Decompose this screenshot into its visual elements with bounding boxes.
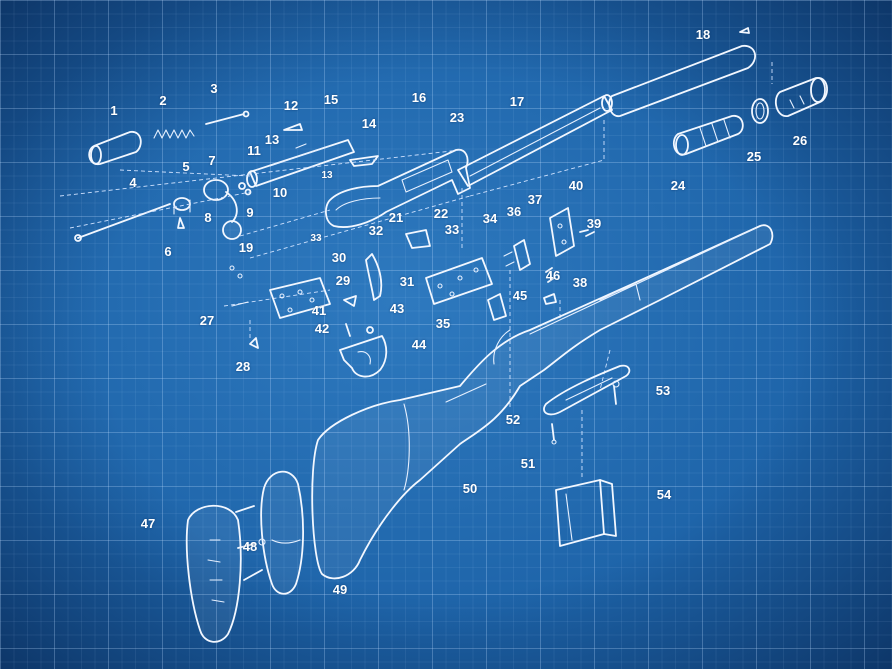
- exploded-view-guides: [59, 62, 773, 480]
- part-label: 35: [435, 316, 451, 331]
- rifle-stock: [311, 224, 774, 580]
- part-label: 1: [110, 103, 118, 118]
- part-label: 13: [264, 132, 280, 147]
- part-label: 42: [314, 321, 330, 336]
- part-label: 31: [399, 274, 415, 289]
- part-label: 25: [746, 149, 762, 164]
- part-label: 33: [444, 222, 460, 237]
- butt-pad: [185, 504, 242, 643]
- part-label: 23: [449, 110, 465, 125]
- part-label: 27: [199, 313, 215, 328]
- trigger-guard: [339, 323, 388, 378]
- part-label: 7: [208, 153, 216, 168]
- part-label: 29: [335, 273, 351, 288]
- part-label: 10: [272, 185, 288, 200]
- part-label: 9: [246, 205, 254, 220]
- part-label: 26: [792, 133, 808, 148]
- receiver: [325, 148, 471, 228]
- part-label: 17: [509, 94, 525, 109]
- part-label: 53: [655, 383, 671, 398]
- part-label: 41: [311, 303, 327, 318]
- part-label: 38: [572, 275, 588, 290]
- part-label: 28: [235, 359, 251, 374]
- part-label: 11: [247, 143, 261, 158]
- part-label: 3: [210, 81, 218, 96]
- bolt-shroud: [88, 131, 142, 165]
- part-label: 36: [506, 204, 522, 219]
- trigger-springs: [503, 229, 595, 283]
- part-label: 40: [568, 178, 584, 193]
- recoil-pad: [260, 470, 304, 595]
- part-label: 14: [361, 116, 377, 131]
- butt-screws: [235, 505, 266, 581]
- bolt-assembly: [246, 123, 379, 188]
- part-label: 51: [520, 456, 536, 471]
- part-label: 46: [545, 268, 561, 283]
- part-label: 33: [310, 233, 322, 244]
- trigger-housing-left: [269, 277, 331, 319]
- part-label: 18: [695, 27, 711, 42]
- part-label: 21: [388, 210, 404, 225]
- sear-plate: [549, 207, 575, 257]
- part-label: 52: [505, 412, 521, 427]
- part-label: 43: [389, 301, 405, 316]
- part-label: 54: [656, 487, 672, 502]
- part-label: 16: [411, 90, 427, 105]
- part-label: 48: [242, 539, 258, 554]
- bolt-handle: [203, 179, 252, 240]
- part-label: 37: [527, 192, 543, 207]
- part-label: 19: [238, 240, 254, 255]
- firing-spring: [153, 129, 195, 139]
- sear-and-trigger: [343, 229, 557, 321]
- firing-pin: [205, 110, 250, 125]
- part-label: 24: [670, 178, 686, 193]
- part-label: 44: [411, 337, 427, 352]
- muzzle-ring: [751, 98, 769, 124]
- part-label: 39: [586, 216, 602, 231]
- part-label: 34: [482, 211, 498, 226]
- magazine: [555, 479, 617, 547]
- barrel: [457, 45, 756, 187]
- part-label: 45: [512, 288, 528, 303]
- muzzle-cap: [774, 77, 828, 117]
- part-label: 13: [321, 170, 333, 181]
- part-label: 6: [164, 244, 172, 259]
- part-label: 30: [331, 250, 347, 265]
- part-label: 49: [332, 582, 348, 597]
- part-label: 2: [159, 93, 167, 108]
- part-label: 47: [140, 516, 156, 531]
- part-label: 4: [129, 175, 137, 190]
- part-label: 50: [462, 481, 478, 496]
- part-label: 32: [368, 223, 384, 238]
- muzzle-brake: [672, 115, 744, 156]
- part-label: 5: [182, 159, 190, 174]
- small-pins: [229, 265, 259, 349]
- striker-rod: [74, 197, 191, 242]
- trigger-housing-right: [425, 257, 493, 305]
- floor-plate: [543, 364, 631, 416]
- part-label: 8: [204, 210, 212, 225]
- part-label: 15: [323, 92, 339, 107]
- front-sight: [739, 27, 750, 34]
- magazine-screws: [551, 380, 620, 445]
- part-label: 22: [433, 206, 449, 221]
- part-label: 12: [283, 98, 299, 113]
